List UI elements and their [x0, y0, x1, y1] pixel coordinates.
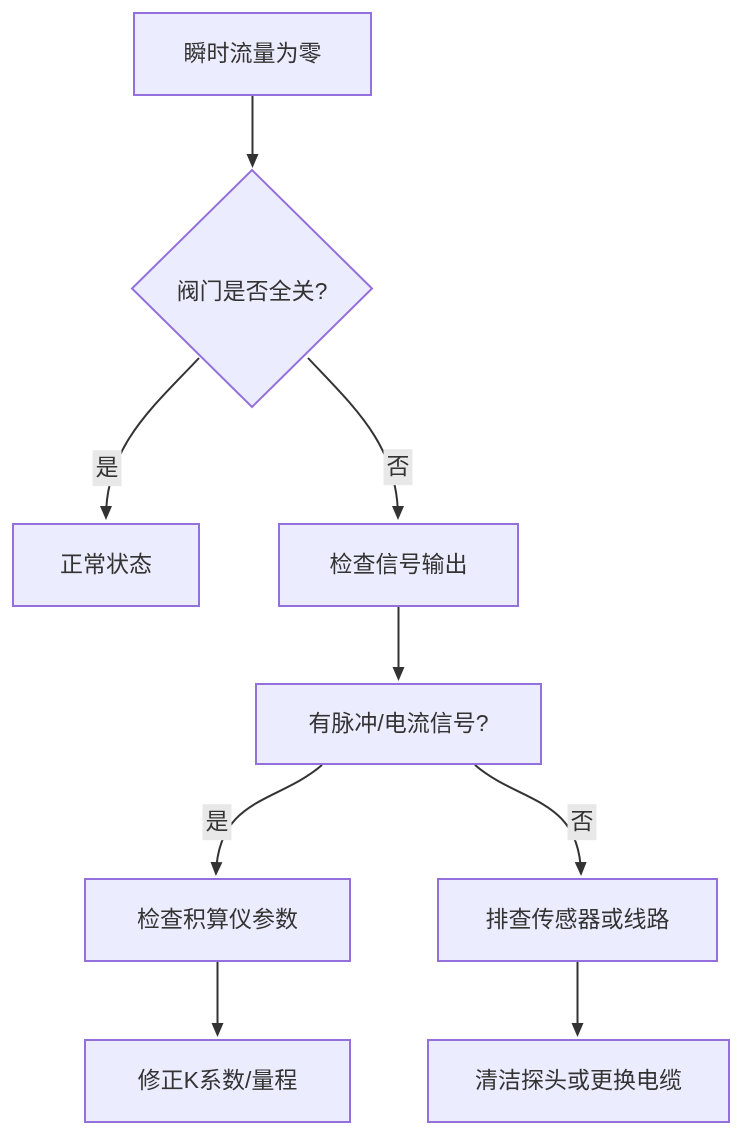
edge-pulse-yes-to-totalizer: [210, 764, 323, 876]
edge-valve-yes-to-normal: [100, 357, 200, 520]
node-instant-flow-zero: 瞬时流量为零: [133, 12, 372, 96]
node-check-sensor-or-wiring: 排查传感器或线路: [437, 878, 718, 962]
node-fix-k-factor-range: 修正K系数/量程: [84, 1039, 351, 1123]
edge-label-yes-pulse: 是: [202, 804, 232, 840]
node-pulse-current-signal-question: 有脉冲/电流信号?: [255, 683, 542, 765]
edge-pulse-no-to-sensor: [474, 764, 587, 876]
edge-label-no-valve: 否: [383, 449, 413, 485]
edge-label-no-pulse: 否: [567, 804, 597, 840]
node-normal-state: 正常状态: [12, 523, 200, 607]
node-check-signal-output: 检查信号输出: [278, 523, 519, 607]
edge-label-yes-valve: 是: [92, 450, 122, 486]
node-check-totalizer-params: 检查积算仪参数: [84, 878, 351, 962]
edge-valve-no-to-check-signal: [307, 357, 404, 520]
node-clean-probe-replace-cable: 清洁探头或更换电缆: [427, 1039, 730, 1123]
decision-diamond-shape: [130, 168, 374, 409]
decision-valve-fully-closed-label: 阀门是否全关?: [176, 278, 328, 304]
